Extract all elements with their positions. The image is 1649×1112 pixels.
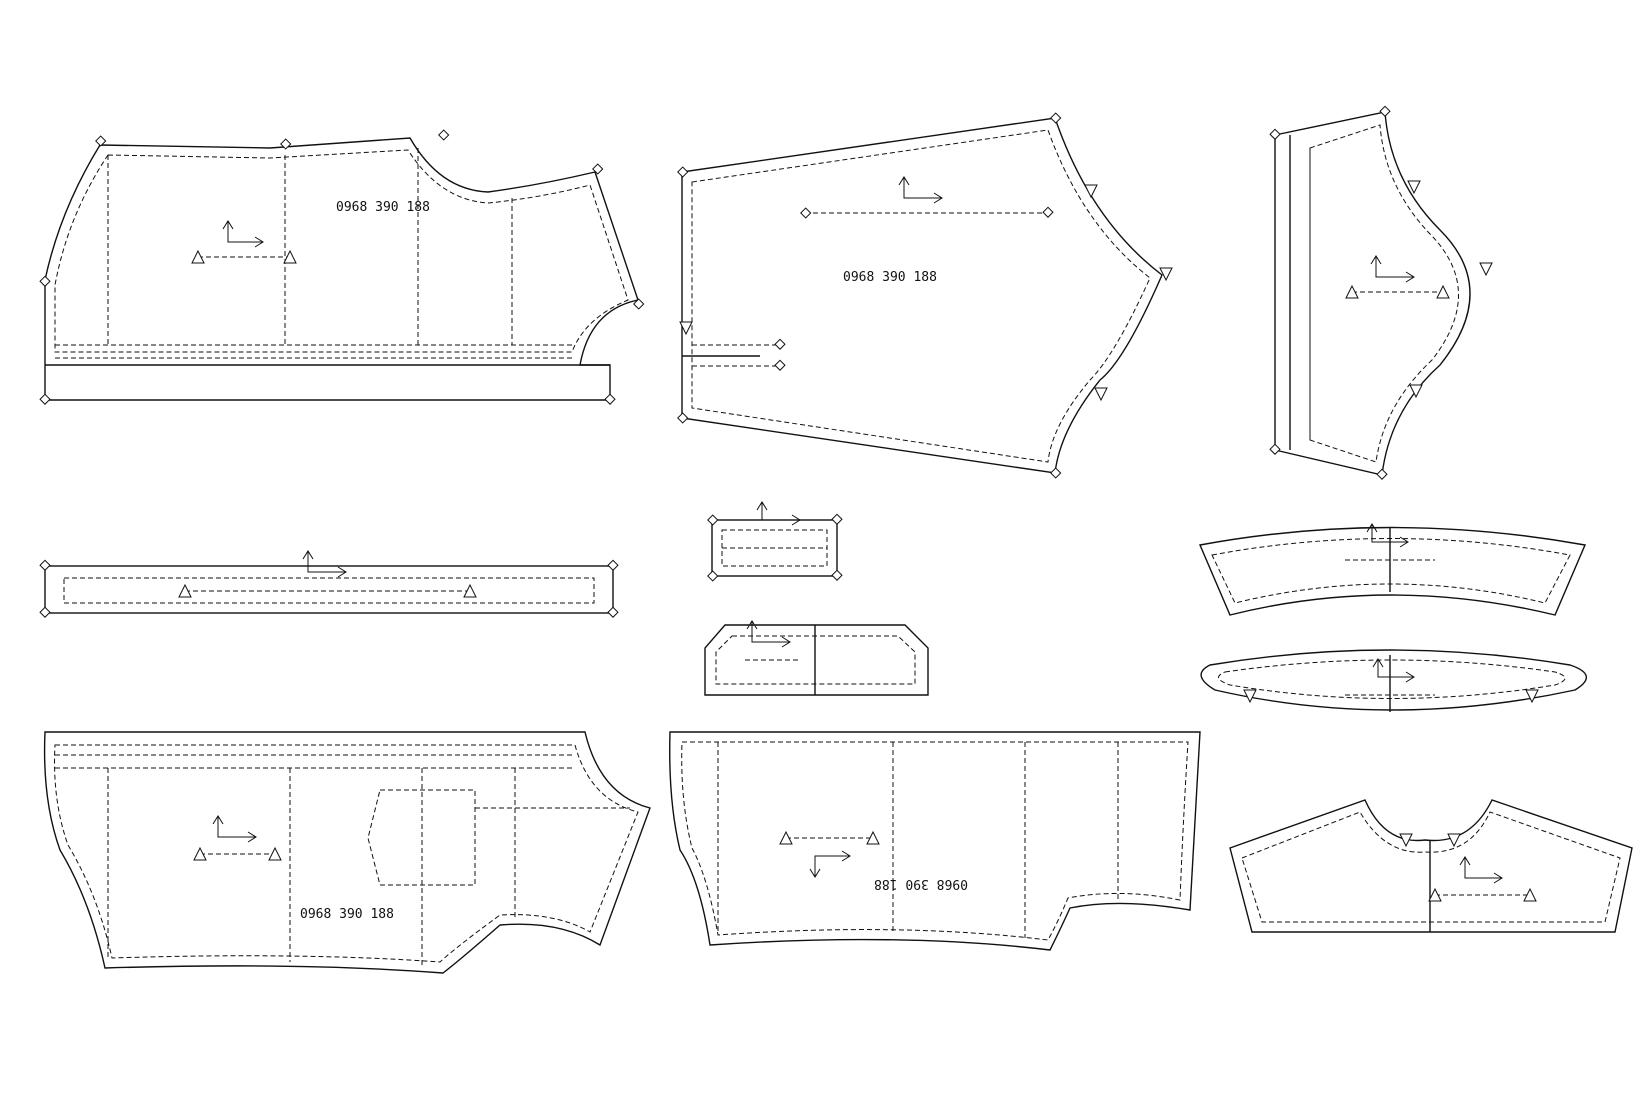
piece-label-back: 0968 390 188 xyxy=(336,200,430,215)
notch-markers xyxy=(39,129,645,405)
triangle-notch xyxy=(191,249,205,264)
piece-sleeve-large: 0968 390 188 xyxy=(677,112,1173,479)
notch-markers xyxy=(707,513,843,582)
triangle-notch xyxy=(1407,180,1421,195)
triangle-notch xyxy=(679,321,693,336)
piece-collar-lower xyxy=(1200,649,1587,712)
piece-waistband xyxy=(39,550,619,618)
triangle-notch xyxy=(1525,689,1539,704)
grainline-arrow xyxy=(1372,658,1415,683)
grainline-arrow xyxy=(746,620,791,648)
notch-markers xyxy=(39,559,619,618)
triangle-notch xyxy=(1447,833,1461,848)
piece-yoke xyxy=(1229,799,1633,933)
piece-back-body: 0968 390 188 xyxy=(39,129,645,405)
triangle-notch xyxy=(178,583,192,598)
piece-cuff-small xyxy=(707,501,843,582)
triangle-notch xyxy=(1523,887,1537,902)
grainline-arrow xyxy=(1366,523,1409,548)
grainline-arrow xyxy=(1370,255,1415,283)
piece-pants: 0968 390 188 xyxy=(669,731,1201,951)
triangle-notch xyxy=(268,846,282,861)
triangle-notch xyxy=(1345,284,1359,299)
triangle-notch xyxy=(463,583,477,598)
triangle-notch xyxy=(283,249,297,264)
piece-collar-upper xyxy=(1199,523,1586,616)
triangle-notch xyxy=(779,830,793,845)
grainline-arrow xyxy=(302,550,347,578)
triangle-notch xyxy=(193,846,207,861)
piece-label-sleeve: 0968 390 188 xyxy=(843,270,937,285)
grainline-arrow xyxy=(212,815,257,843)
triangle-notch xyxy=(1159,267,1173,282)
piece-flap xyxy=(704,620,929,696)
triangle-notch xyxy=(1428,887,1442,902)
triangle-notch xyxy=(1479,262,1493,277)
triangle-notch xyxy=(1243,689,1257,704)
grainline-arrow xyxy=(898,176,943,204)
triangle-notch xyxy=(1436,284,1450,299)
triangle-notch xyxy=(866,830,880,845)
grainline-arrow xyxy=(222,220,264,248)
triangle-notch xyxy=(1409,384,1423,399)
piece-label-front: 0968 390 188 xyxy=(300,907,394,922)
piece-label-pants: 0968 390 188 xyxy=(874,876,968,891)
notch-markers xyxy=(677,112,1062,479)
triangle-notch xyxy=(1084,184,1098,199)
grainline-arrow xyxy=(809,850,851,878)
notch-markers xyxy=(1269,105,1391,480)
piece-front-body: 0968 390 188 xyxy=(43,731,651,974)
grainline-arrow xyxy=(756,501,801,526)
triangle-notch xyxy=(1094,387,1108,402)
piece-sleeve-small xyxy=(1269,105,1493,480)
triangle-notch xyxy=(1399,833,1413,848)
grainline-arrow xyxy=(1459,856,1503,884)
